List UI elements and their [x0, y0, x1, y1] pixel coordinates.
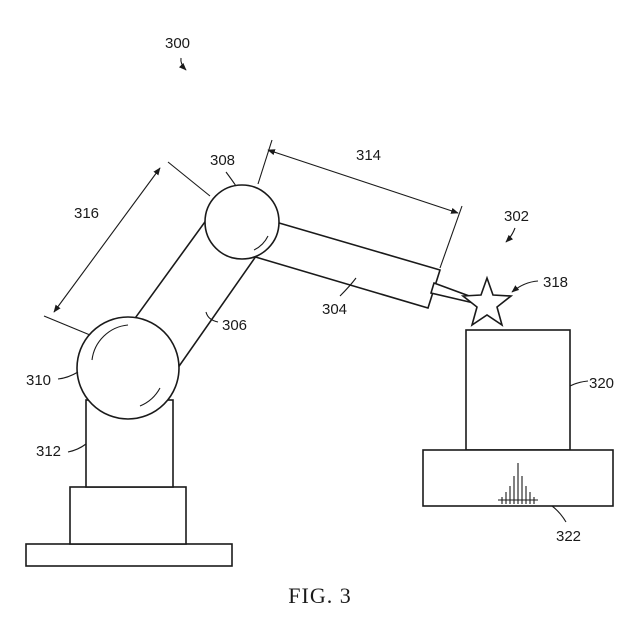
robot-base: [26, 487, 232, 566]
label-316: 316: [74, 205, 99, 222]
label-304: 304: [322, 301, 347, 318]
label-302: 302: [504, 208, 529, 225]
target-base: [423, 450, 613, 506]
label-312: 312: [36, 443, 61, 460]
label-306: 306: [222, 317, 247, 334]
label-320: 320: [589, 375, 614, 392]
label-322: 322: [556, 528, 581, 545]
label-300: 300: [165, 35, 190, 52]
figure-caption: FIG. 3: [288, 583, 351, 608]
label-310: 310: [26, 372, 51, 389]
label-314: 314: [356, 147, 381, 164]
elbow-joint: [205, 185, 279, 259]
label-308: 308: [210, 152, 235, 169]
target-post: [466, 330, 570, 450]
target-star-icon: [463, 278, 511, 325]
end-effector-link: [252, 218, 480, 308]
label-318: 318: [543, 274, 568, 291]
shoulder-joint: [77, 317, 179, 419]
